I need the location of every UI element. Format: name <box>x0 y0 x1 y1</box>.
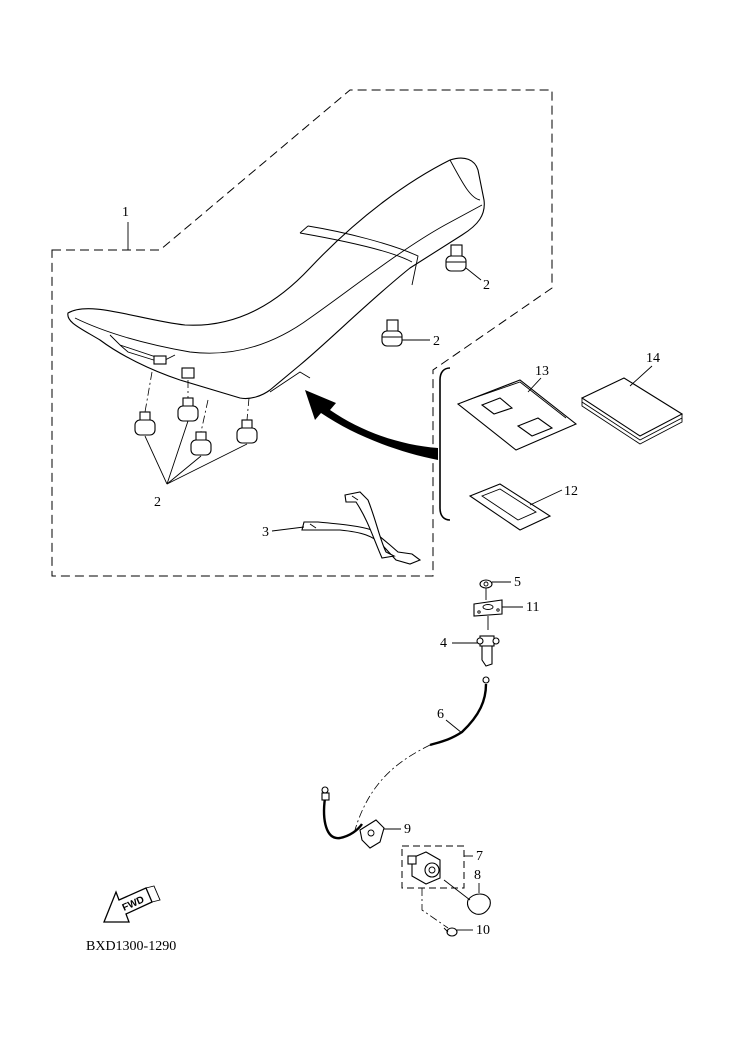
nut[interactable] <box>479 579 493 589</box>
plate[interactable] <box>473 599 503 617</box>
warning-label[interactable] <box>468 483 552 531</box>
callout-10: 10 <box>476 923 490 938</box>
callout-2-rear-middle: 2 <box>433 334 440 349</box>
owners-manual[interactable] <box>580 377 684 445</box>
callout-13: 13 <box>535 364 549 379</box>
callout-9: 9 <box>404 822 411 837</box>
callout-2-rear-top: 2 <box>483 278 490 293</box>
lock-hook[interactable] <box>476 635 500 667</box>
callout-2-front: 2 <box>154 495 161 510</box>
seat-strap[interactable] <box>301 491 422 565</box>
damper-rear-middle[interactable] <box>381 319 403 347</box>
callout-12: 12 <box>564 484 578 499</box>
lock-bracket[interactable] <box>359 819 385 849</box>
callout-6: 6 <box>437 707 444 722</box>
callout-7: 7 <box>476 849 483 864</box>
seat-assembly-boundary <box>51 89 553 577</box>
damper-front-1[interactable] <box>134 411 156 436</box>
callout-11: 11 <box>526 600 539 615</box>
seat-lock-cable[interactable] <box>321 676 490 840</box>
document-bag[interactable] <box>456 379 578 451</box>
lock-set-boundary <box>401 845 465 889</box>
seat-lock-cylinder[interactable] <box>407 851 441 885</box>
assembly-arrow <box>305 390 438 460</box>
callout-4: 4 <box>440 636 447 651</box>
callout-3: 3 <box>262 525 269 540</box>
damper-front-4[interactable] <box>236 419 258 444</box>
forward-direction-icon: FWD <box>103 885 161 923</box>
damper-rear-top[interactable] <box>445 244 467 272</box>
callout-8: 8 <box>474 868 481 883</box>
key[interactable] <box>443 879 491 915</box>
damper-front-3[interactable] <box>190 431 212 456</box>
screw[interactable] <box>421 888 458 937</box>
callout-1: 1 <box>122 205 129 220</box>
diagram-code: BXD1300-1290 <box>86 939 176 954</box>
damper-front-2[interactable] <box>177 397 199 422</box>
callout-14: 14 <box>646 351 660 366</box>
callout-5: 5 <box>514 575 521 590</box>
seat[interactable] <box>67 157 485 400</box>
